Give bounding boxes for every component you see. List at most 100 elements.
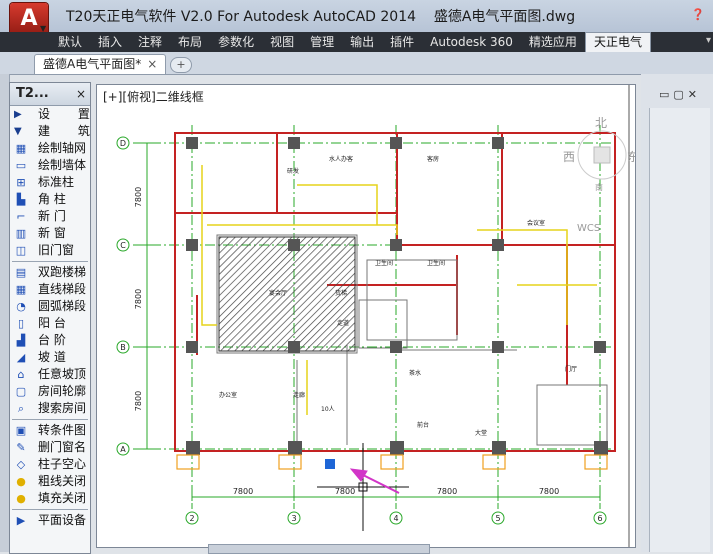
door-mark bbox=[278, 454, 302, 470]
palette-item-label: 绘制轴网 bbox=[38, 141, 87, 155]
right-dock-strip[interactable] bbox=[649, 108, 710, 552]
palette-item[interactable]: ▶平面设备 bbox=[10, 512, 90, 529]
palette-item[interactable]: ▟台 阶 bbox=[10, 332, 90, 349]
palette-item[interactable]: ▶设 置 bbox=[10, 106, 90, 123]
palette-item[interactable]: ▢房间轮廓 bbox=[10, 383, 90, 400]
palette-item[interactable]: ●填充关闭 bbox=[10, 490, 90, 507]
palette-item[interactable]: ⊞标准柱 bbox=[10, 174, 90, 191]
axis-bubbles bbox=[116, 136, 607, 525]
ribbon-tab[interactable]: Autodesk 360 bbox=[430, 35, 513, 49]
palette-item[interactable]: ▭绘制墙体 bbox=[10, 157, 90, 174]
palette-item-label: 房间轮廓 bbox=[38, 384, 87, 398]
new-tab-button[interactable]: + bbox=[170, 57, 192, 73]
axis-bubble-3 bbox=[287, 511, 301, 525]
palette-item-label: 新 窗 bbox=[38, 226, 66, 240]
ribbon-tab[interactable]: 视图 bbox=[270, 35, 295, 49]
grid-icon: ▦ bbox=[15, 142, 27, 155]
ucs-label[interactable]: WCS bbox=[577, 223, 600, 234]
crosshair-cursor bbox=[317, 443, 409, 531]
view-compass[interactable]: 北 西 东 南 WCS bbox=[563, 116, 635, 234]
axis-bubble-d bbox=[116, 136, 130, 150]
axis-bubble-6 bbox=[593, 511, 607, 525]
palette-item[interactable]: ▙角 柱 bbox=[10, 191, 90, 208]
column bbox=[390, 239, 402, 251]
palette-item[interactable]: ▼建 筑 bbox=[10, 123, 90, 140]
cable-line bbox=[201, 165, 217, 326]
palette-item[interactable]: ▤ 双跑楼梯 bbox=[10, 264, 90, 281]
room-label: 走道 bbox=[337, 319, 349, 327]
palette-item[interactable]: ▥新 窗 bbox=[10, 225, 90, 242]
ribbon-expand-icon[interactable]: ▾ bbox=[705, 35, 711, 46]
floor-plan-drawing[interactable]: 7800 7800 7800 7800 7800 7800 7800 D C B… bbox=[97, 85, 635, 547]
triangle-right-icon: ▶ bbox=[14, 109, 34, 120]
palette-item-label: 搜索房间 bbox=[38, 401, 87, 415]
col-dim-text: 7800 bbox=[437, 487, 457, 496]
palette-item[interactable]: ▯阳 台 bbox=[10, 315, 90, 332]
palette-item[interactable]: ▦ 绘制轴网 bbox=[10, 140, 90, 157]
palette-item-label: 粗线关闭 bbox=[38, 474, 87, 488]
palette-item[interactable]: ⌕搜索房间 bbox=[10, 400, 90, 417]
palette-item[interactable]: ✎删门窗名 bbox=[10, 439, 90, 456]
palette-item[interactable]: ◫旧门窗 bbox=[10, 242, 90, 259]
ribbon-tab[interactable]: 插入 bbox=[98, 35, 123, 49]
palette-item[interactable]: ●粗线关闭 bbox=[10, 473, 90, 490]
close-icon[interactable]: × bbox=[75, 87, 86, 101]
ribbon-tab[interactable]: 天正电气 bbox=[584, 32, 651, 52]
ribbon-tab[interactable]: 精选应用 bbox=[528, 35, 577, 49]
stair-icon: ▤ bbox=[15, 266, 27, 279]
compass-east: 东 bbox=[627, 150, 635, 164]
triangle-right-icon: ▶ bbox=[16, 514, 26, 527]
axis-bubble-5 bbox=[491, 511, 505, 525]
old-door-window-icon: ◫ bbox=[15, 244, 27, 257]
axis-bubble-c bbox=[116, 238, 130, 252]
viewport-label[interactable]: [+][俯视]二维线框 bbox=[103, 90, 204, 104]
close-icon[interactable]: × bbox=[147, 57, 158, 71]
door-marks bbox=[176, 454, 608, 470]
ribbon-tab[interactable]: 管理 bbox=[310, 35, 335, 49]
document-tab[interactable]: 盛德A电气平面图* × bbox=[34, 54, 167, 74]
ribbon-tab[interactable]: 注释 bbox=[138, 35, 163, 49]
app-logo-button[interactable]: A bbox=[10, 3, 48, 37]
column bbox=[288, 239, 300, 251]
room-label: 研发 bbox=[287, 167, 299, 175]
palette-item[interactable]: ▣转条件图 bbox=[10, 422, 90, 439]
app-title: T20天正电气软件 V2.0 For Autodesk AutoCAD 2014 bbox=[66, 9, 417, 25]
tianzheng-tool-palette: T2...× ▶设 置▼建 筑 ▦ 绘制轴网 ▭绘制墙体⊞标准柱▙角 柱⌐新 门▥新 … bbox=[9, 82, 91, 554]
palette-item[interactable]: ◇柱子空心 bbox=[10, 456, 90, 473]
pickbox-icon bbox=[358, 482, 368, 492]
palette-item[interactable]: ◔圆弧梯段 bbox=[10, 298, 90, 315]
viewcube-icon[interactable] bbox=[593, 146, 611, 164]
palette-item[interactable]: ▦ 直线梯段 bbox=[10, 281, 90, 298]
palette-item-label: 双跑楼梯 bbox=[38, 265, 87, 279]
palette-item[interactable]: ⌂任意坡顶 bbox=[10, 366, 90, 383]
palette-item-label: 直线梯段 bbox=[38, 282, 87, 296]
window-title: T20天正电气软件 V2.0 For Autodesk AutoCAD 2014… bbox=[66, 6, 575, 26]
columns bbox=[186, 137, 608, 455]
chevron-down-icon: ▼ bbox=[40, 24, 47, 33]
axis-bubble-a bbox=[116, 442, 130, 456]
ribbon-tab[interactable]: 布局 bbox=[178, 35, 203, 49]
straight-stair-icon: ▦ bbox=[15, 283, 27, 296]
ribbon-tab[interactable]: 默认 bbox=[58, 35, 83, 49]
palette-item[interactable]: ◢坡 道 bbox=[10, 349, 90, 366]
ribbon-tab[interactable]: 插件 bbox=[390, 35, 415, 49]
ribbon-tab[interactable]: 输出 bbox=[350, 35, 375, 49]
palette-title[interactable]: T2...× bbox=[10, 83, 90, 106]
palette-item-label: 填充关闭 bbox=[38, 491, 87, 505]
room-label: 卫生间 bbox=[427, 259, 445, 267]
arrow-shaft bbox=[358, 472, 400, 494]
compass-ring bbox=[577, 130, 627, 180]
drawing-viewport[interactable]: [+][俯视]二维线框 7800 bbox=[96, 84, 636, 548]
column bbox=[492, 341, 504, 353]
palette-item-label: 台 阶 bbox=[38, 333, 66, 347]
selected-device-icon[interactable] bbox=[325, 459, 335, 469]
axis-label-a: A bbox=[120, 445, 126, 454]
dimension-texts: 7800 7800 7800 7800 7800 7800 7800 bbox=[134, 187, 559, 496]
viewport-window-controls[interactable]: ▭▢✕ bbox=[659, 88, 702, 101]
document-tab-label: 盛德A电气平面图* bbox=[43, 57, 142, 71]
ribbon-tab[interactable]: 参数化 bbox=[218, 35, 255, 49]
layout-scrollbar[interactable] bbox=[208, 544, 430, 554]
palette-item-label: 角 柱 bbox=[38, 192, 66, 206]
palette-item[interactable]: ⌐新 门 bbox=[10, 208, 90, 225]
help-icon[interactable]: ❓ bbox=[691, 8, 705, 21]
